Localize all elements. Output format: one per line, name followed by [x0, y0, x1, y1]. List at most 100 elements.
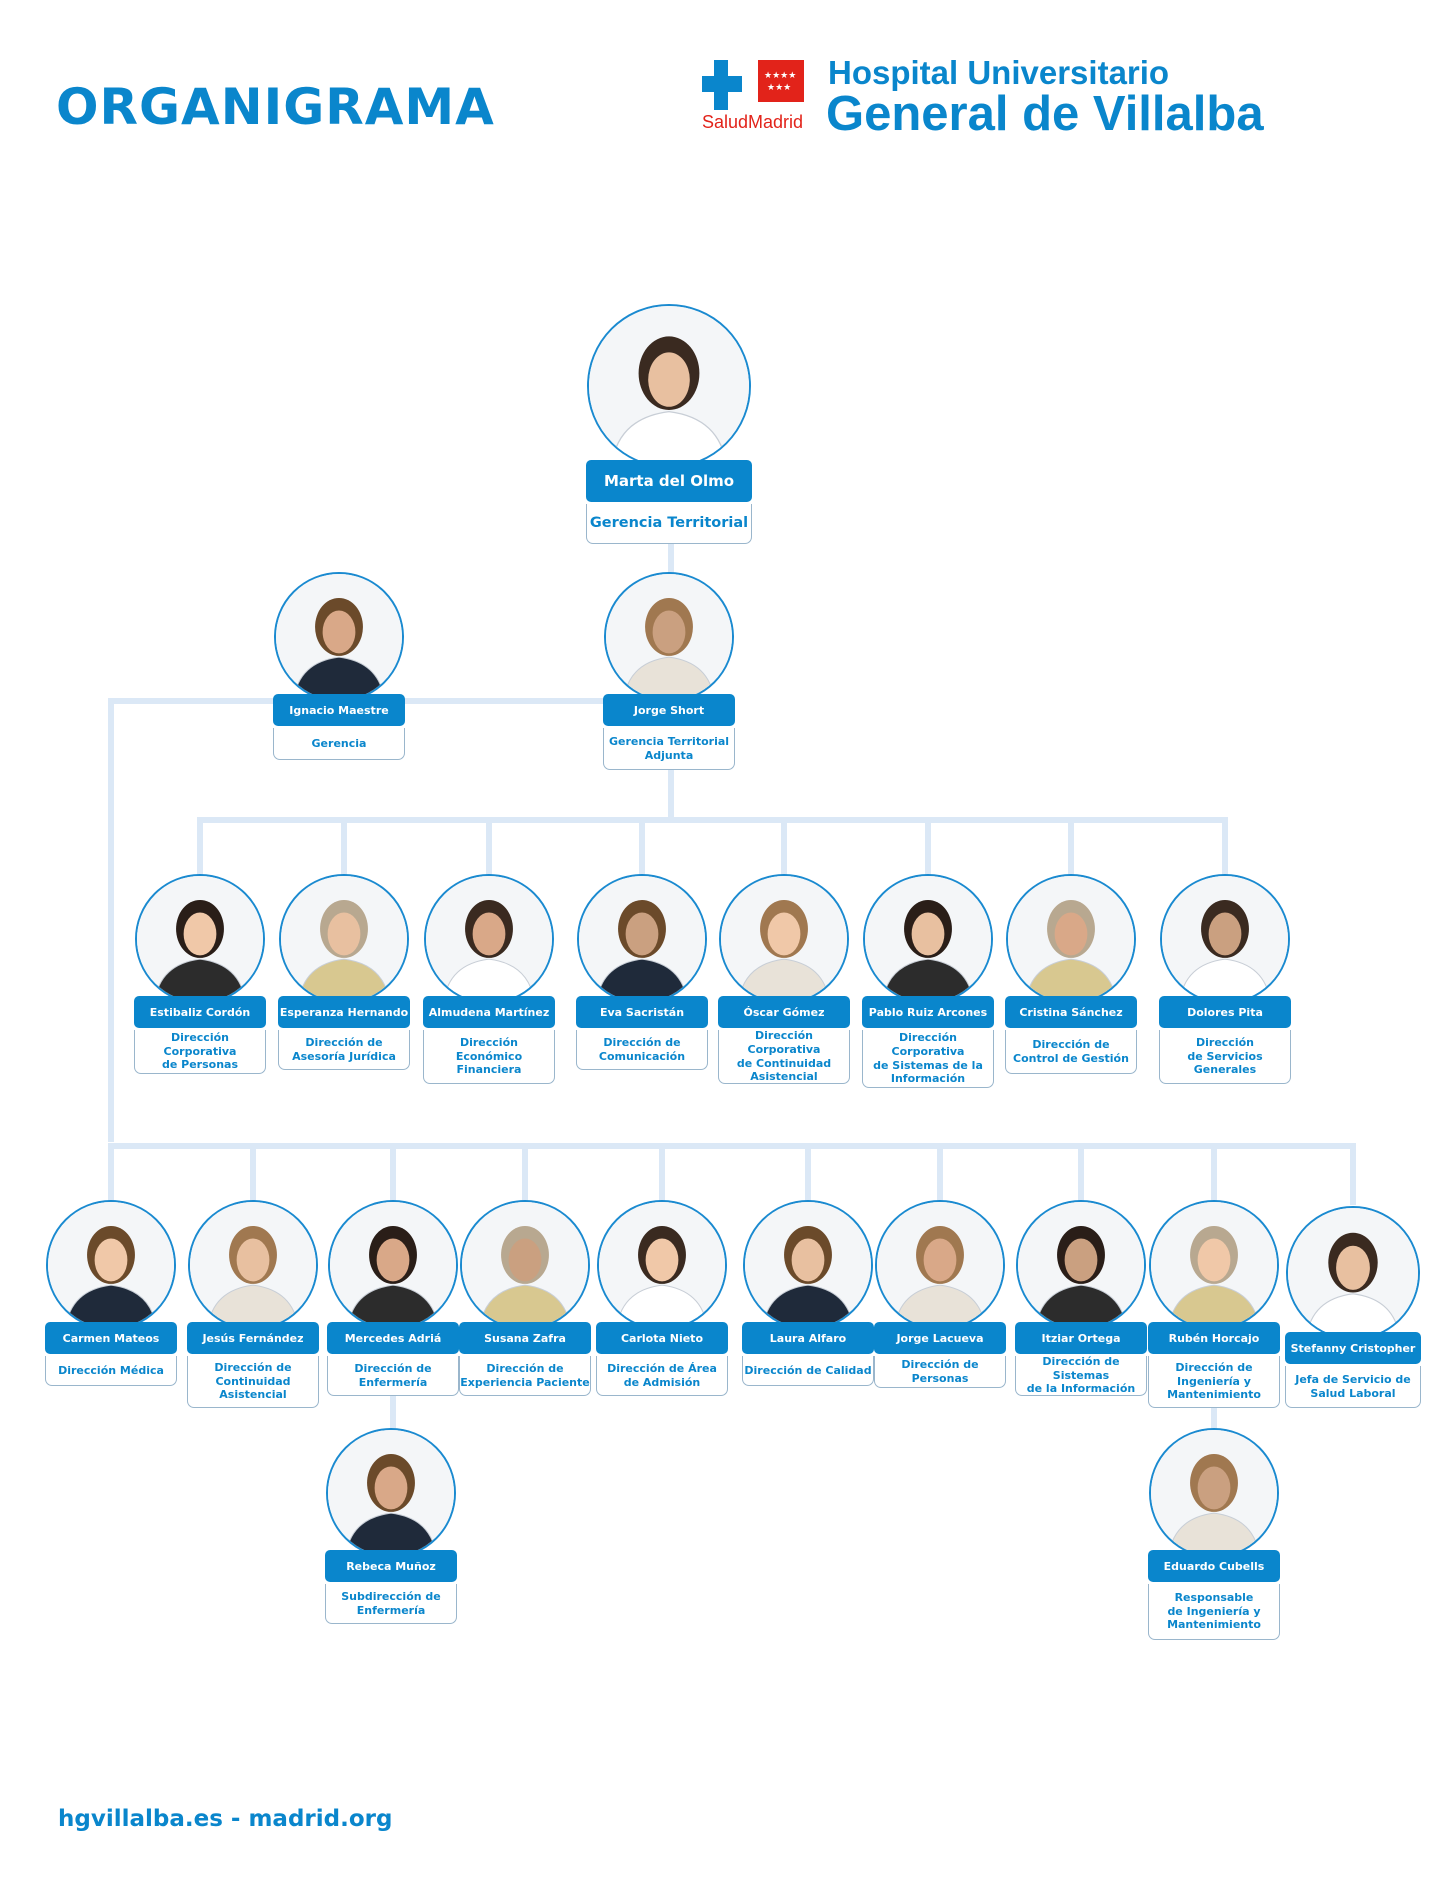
- person-name: Jorge Short: [603, 694, 735, 726]
- avatar: [743, 1200, 873, 1330]
- portrait-image: [1162, 876, 1288, 1002]
- avatar: [875, 1200, 1005, 1330]
- avatar: [719, 874, 849, 1004]
- portrait-image: [877, 1202, 1003, 1328]
- role-label: Gerencia: [273, 728, 405, 760]
- role-label: Dirección de Calidad: [742, 1356, 874, 1386]
- avatar: [135, 874, 265, 1004]
- avatar: [577, 874, 707, 1004]
- portrait-image: [190, 1202, 316, 1328]
- person-name: Dolores Pita: [1159, 996, 1291, 1028]
- avatar: [1149, 1200, 1279, 1330]
- avatar: [863, 874, 993, 1004]
- avatar: [1006, 874, 1136, 1004]
- portrait-image: [721, 876, 847, 1002]
- portrait-image: [462, 1202, 588, 1328]
- portrait-image: [865, 876, 991, 1002]
- avatar: [1016, 1200, 1146, 1330]
- person-name: Marta del Olmo: [586, 460, 752, 502]
- person-name: Eva Sacristán: [576, 996, 708, 1028]
- person-name: Pablo Ruiz Arcones: [862, 996, 994, 1028]
- portrait-image: [276, 574, 402, 700]
- role-label: Dirección Corporativa de Personas: [134, 1030, 266, 1074]
- role-label: Dirección de Ingeniería y Mantenimiento: [1148, 1356, 1280, 1408]
- page-title: ORGANIGRAMA: [56, 78, 495, 136]
- role-label: Dirección de Personas: [874, 1356, 1006, 1388]
- avatar: [326, 1428, 456, 1558]
- portrait-image: [137, 876, 263, 1002]
- avatar: [604, 572, 734, 702]
- role-label: Dirección de Sistemas de la Información: [1015, 1355, 1147, 1396]
- avatar: [597, 1200, 727, 1330]
- role-label: Dirección de Experiencia Paciente: [459, 1356, 591, 1396]
- salud-madrid-label: SaludMadrid: [702, 112, 804, 132]
- portrait-image: [426, 876, 552, 1002]
- portrait-image: [48, 1202, 174, 1328]
- person-name: Laura Alfaro: [742, 1322, 874, 1354]
- portrait-image: [589, 306, 749, 466]
- person-name: Estibaliz Cordón: [134, 996, 266, 1028]
- person-name: Carlota Nieto: [596, 1322, 728, 1354]
- avatar: [279, 874, 409, 1004]
- role-label: Responsable de Ingeniería y Mantenimient…: [1148, 1584, 1280, 1640]
- person-name: Susana Zafra: [459, 1322, 591, 1354]
- person-name: Rebeca Muñoz: [325, 1550, 457, 1582]
- avatar: [328, 1200, 458, 1330]
- role-label: Dirección Corporativa de Continuidad Asi…: [718, 1029, 850, 1084]
- role-label: Dirección de Enfermería: [327, 1356, 459, 1396]
- role-label: Jefa de Servicio de Salud Laboral: [1285, 1366, 1421, 1408]
- hospital-logo: ★★★★ ★★★ SaludMadrid Hospital Universita…: [702, 54, 1282, 144]
- org-node-row3-1: Responsable de Ingeniería y Mantenimient…: [1148, 1428, 1280, 1646]
- avatar: [274, 572, 404, 702]
- role-label: Dirección de Servicios Generales: [1159, 1030, 1291, 1084]
- portrait-image: [281, 876, 407, 1002]
- portrait-image: [330, 1202, 456, 1328]
- portrait-image: [1008, 876, 1134, 1002]
- role-label: Dirección de Asesoría Jurídica: [278, 1030, 410, 1070]
- org-node-row1-4: Dirección Corporativa de Continuidad Asi…: [718, 874, 850, 1090]
- person-name: Óscar Gómez: [718, 996, 850, 1028]
- avatar: [424, 874, 554, 1004]
- portrait-image: [599, 1202, 725, 1328]
- person-name: Stefanny Cristopher: [1285, 1332, 1421, 1364]
- avatar: [1149, 1428, 1279, 1558]
- portrait-image: [579, 876, 705, 1002]
- role-label: Gerencia Territorial Adjunta: [603, 728, 735, 770]
- avatar: [1160, 874, 1290, 1004]
- footer-links: hgvillalba.es - madrid.org: [58, 1806, 393, 1832]
- role-label: Dirección de Continuidad Asistencial: [187, 1356, 319, 1408]
- person-name: Carmen Mateos: [45, 1322, 177, 1354]
- person-name: Mercedes Adriá: [327, 1322, 459, 1354]
- portrait-image: [606, 574, 732, 700]
- portrait-image: [1151, 1430, 1277, 1556]
- role-label: Dirección de Área de Admisión: [596, 1356, 728, 1396]
- hospital-name-line2: General de Villalba: [826, 87, 1264, 141]
- avatar: [460, 1200, 590, 1330]
- portrait-image: [1018, 1202, 1144, 1328]
- role-label: Dirección de Comunicación: [576, 1030, 708, 1070]
- portrait-image: [1288, 1208, 1418, 1338]
- portrait-image: [328, 1430, 454, 1556]
- svg-text:★★★: ★★★: [767, 83, 791, 93]
- avatar: [46, 1200, 176, 1330]
- avatar: [1286, 1206, 1420, 1340]
- role-label: Dirección Médica: [45, 1356, 177, 1386]
- person-name: Jesús Fernández: [187, 1322, 319, 1354]
